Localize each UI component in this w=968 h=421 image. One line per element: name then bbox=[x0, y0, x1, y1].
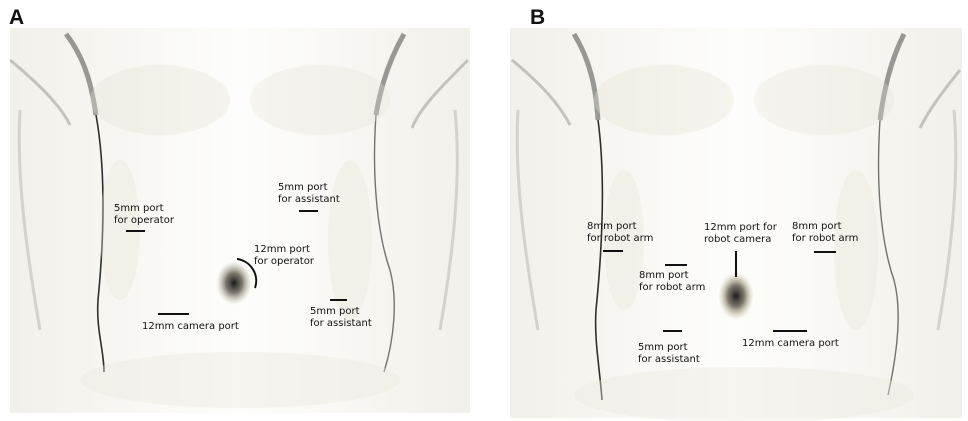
port-label-12mm-robot-camera: 12mm port for robot camera bbox=[704, 222, 777, 246]
port-marker-5mm-assistant bbox=[663, 330, 682, 332]
port-label-line: robot camera bbox=[704, 234, 777, 246]
port-label-line: for assistant bbox=[278, 194, 340, 206]
port-marker-12mm-camera bbox=[773, 330, 807, 332]
port-marker-5mm-assistant-lower bbox=[330, 299, 347, 301]
port-label-5mm-assistant-upper: 5mm port for assistant bbox=[278, 182, 340, 206]
port-label-line: for robot arm bbox=[639, 282, 705, 294]
port-label-5mm-operator: 5mm port for operator bbox=[114, 203, 174, 227]
panel-label-b: B bbox=[530, 6, 545, 30]
port-label-line: for operator bbox=[254, 256, 314, 268]
panel-label-a: A bbox=[9, 6, 24, 30]
port-marker-12mm-camera bbox=[158, 313, 189, 315]
port-label-line: for operator bbox=[114, 215, 174, 227]
port-marker-8mm-robot-arm-right bbox=[814, 251, 836, 253]
port-label-line: 12mm camera port bbox=[142, 321, 239, 333]
port-label-line: 12mm camera port bbox=[742, 338, 839, 350]
port-marker-12mm-operator-arc bbox=[232, 256, 262, 292]
port-label-8mm-robot-arm-center: 8mm port for robot arm bbox=[639, 270, 705, 294]
torso-illustration-a bbox=[0, 0, 484, 421]
port-label-12mm-camera: 12mm camera port bbox=[142, 321, 239, 333]
port-label-line: 8mm port bbox=[639, 270, 705, 282]
port-marker-8mm-robot-arm-left bbox=[603, 250, 623, 252]
port-label-8mm-robot-arm-right: 8mm port for robot arm bbox=[792, 221, 858, 245]
port-label-line: 12mm port for bbox=[704, 222, 777, 234]
port-label-line: for robot arm bbox=[587, 233, 653, 245]
port-label-line: 8mm port bbox=[587, 221, 653, 233]
port-marker-5mm-operator bbox=[126, 230, 145, 232]
port-label-5mm-assistant-lower: 5mm port for assistant bbox=[310, 306, 372, 330]
port-marker-5mm-assistant-upper bbox=[299, 210, 318, 212]
port-label-line: for robot arm bbox=[792, 233, 858, 245]
port-label-12mm-camera: 12mm camera port bbox=[742, 338, 839, 350]
port-label-line: for assistant bbox=[310, 318, 372, 330]
port-label-8mm-robot-arm-left: 8mm port for robot arm bbox=[587, 221, 653, 245]
port-marker-12mm-robot-camera bbox=[735, 251, 737, 277]
port-label-line: 5mm port bbox=[638, 342, 700, 354]
panel-b: B 8mm port for robot arm 12mm port for r… bbox=[484, 0, 968, 421]
port-label-12mm-operator: 12mm port for operator bbox=[254, 244, 314, 268]
port-marker-8mm-robot-arm-center bbox=[665, 264, 687, 266]
port-label-line: 5mm port bbox=[278, 182, 340, 194]
torso-illustration-b bbox=[484, 0, 968, 421]
port-label-line: for assistant bbox=[638, 354, 700, 366]
port-label-line: 5mm port bbox=[114, 203, 174, 215]
port-label-line: 8mm port bbox=[792, 221, 858, 233]
panel-a: A 5mm port for operator 5mm port for ass… bbox=[0, 0, 484, 421]
port-label-line: 5mm port bbox=[310, 306, 372, 318]
port-label-5mm-assistant: 5mm port for assistant bbox=[638, 342, 700, 366]
port-label-line: 12mm port bbox=[254, 244, 314, 256]
